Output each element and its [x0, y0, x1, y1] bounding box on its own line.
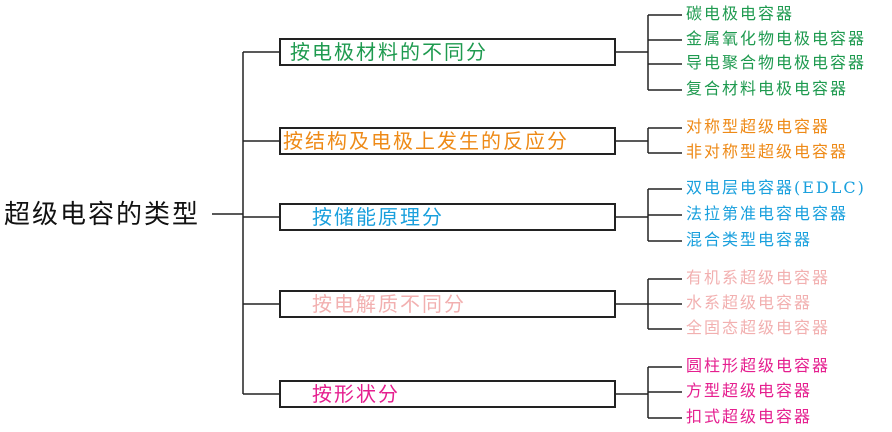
category-box [279, 38, 616, 66]
leaf-label: 金属氧化物电极电容器 [686, 29, 867, 48]
category-label: 按电极材料的不同分 [290, 40, 488, 64]
leaf-label: 方型超级电容器 [686, 381, 813, 400]
root-node-label: 超级电容的类型 [4, 200, 201, 230]
leaf-label: 圆柱形超级电容器 [686, 356, 831, 375]
category-box [279, 203, 616, 231]
leaf-label: 对称型超级电容器 [686, 117, 831, 136]
category-label: 按形状分 [312, 382, 400, 406]
leaf-label: 全固态超级电容器 [686, 318, 831, 337]
leaf-label: 复合材料电极电容器 [686, 79, 849, 98]
category-box [279, 290, 616, 318]
leaf-label: 导电聚合物电极电容器 [686, 53, 867, 72]
leaf-label: 有机系超级电容器 [686, 268, 831, 287]
category-box [279, 380, 616, 408]
category-box [279, 127, 616, 155]
leaf-label: 水系超级电容器 [686, 293, 813, 312]
category-label: 按结构及电极上发生的反应分 [283, 129, 569, 153]
category-label: 按电解质不同分 [312, 292, 466, 316]
leaf-label: 非对称型超级电容器 [686, 142, 849, 161]
leaf-label: 扣式超级电容器 [686, 407, 813, 426]
category-label: 按储能原理分 [312, 205, 444, 229]
leaf-label: 双电层电容器(EDLC) [686, 178, 866, 197]
leaf-label: 法拉第准电容电容器 [686, 204, 849, 223]
leaf-label: 碳电极电容器 [686, 4, 795, 23]
leaf-label: 混合类型电容器 [686, 230, 813, 249]
